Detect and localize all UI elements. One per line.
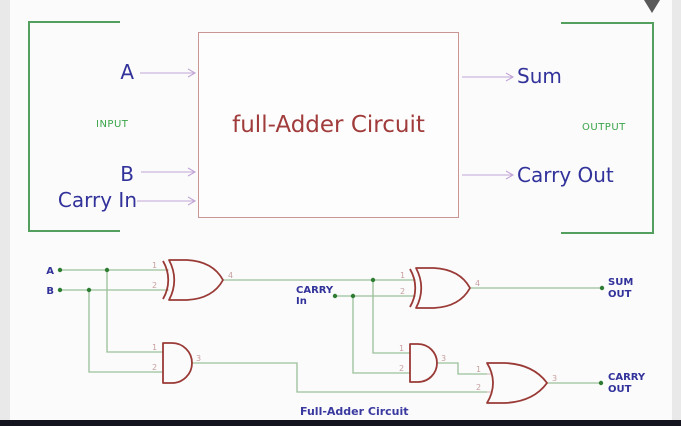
or1-pin1-label: 1 <box>476 365 481 374</box>
input-group-label: INPUT <box>96 119 129 130</box>
arrow-carry-out <box>462 170 515 180</box>
dot-carry-in-junction <box>350 293 356 299</box>
or1-pin2-label: 2 <box>476 383 481 392</box>
bottom-video-bar <box>0 420 681 426</box>
and1-body <box>162 342 193 384</box>
net-label-sum-out-1: SUM <box>608 277 633 288</box>
xor2-input-arc <box>409 268 417 308</box>
dot-sum-out-terminal <box>599 285 605 291</box>
wire-and1-out-to-or1 <box>192 362 487 393</box>
dot-carry-out-terminal <box>598 380 604 386</box>
output-bracket <box>561 22 654 234</box>
and2-body <box>409 343 438 383</box>
net-labels: A B CARRY In SUM OUT CARRY OUT <box>46 266 646 395</box>
or1-out-label: 3 <box>552 374 557 383</box>
net-label-b: B <box>46 286 54 297</box>
arrow-b <box>141 167 197 177</box>
net-label-sum-out-2: OUT <box>608 289 632 300</box>
and2-pin1-label: 1 <box>399 344 404 353</box>
input-output-arrows <box>137 68 515 206</box>
mouse-cursor-icon <box>644 0 660 13</box>
or1-gate: 1 2 3 <box>476 362 557 404</box>
input-label-a: A <box>120 60 134 84</box>
block-title: full-Adder Circuit <box>232 112 425 138</box>
schematic-caption: Full-Adder Circuit <box>300 405 409 418</box>
xor1-input-arc <box>162 260 170 300</box>
wires <box>60 269 602 393</box>
output-label-sum: Sum <box>517 64 562 88</box>
and2-out-label: 3 <box>441 354 446 363</box>
input-label-b: B <box>120 162 134 186</box>
xor2-pin2-label: 2 <box>400 287 405 296</box>
net-label-carry-in-2: In <box>296 296 307 307</box>
output-group-label: OUTPUT <box>582 122 626 133</box>
wire-a-branch-to-and1 <box>106 270 163 353</box>
arrow-sum <box>462 72 515 82</box>
and1-gate: 1 2 3 <box>152 342 201 384</box>
wire-and2-out-to-or1 <box>437 362 487 375</box>
input-label-carry-in: Carry In <box>57 188 137 212</box>
junction-dots <box>57 267 605 386</box>
xor1-out-label: 4 <box>228 271 233 280</box>
xor2-pin1-label: 1 <box>400 271 405 280</box>
net-label-carry-out-2: OUT <box>608 384 632 395</box>
and2-gate: 1 2 3 <box>399 343 446 383</box>
dot-b-junction <box>86 287 92 293</box>
xor1-body <box>168 259 224 301</box>
wire-b-branch-to-and1 <box>88 290 163 373</box>
net-label-carry-in-1: CARRY <box>296 285 334 296</box>
arrow-carry-in <box>137 196 197 206</box>
arrow-a <box>140 68 197 78</box>
wire-xor1-branch-to-and2 <box>372 280 410 354</box>
wire-carry-in-branch-to-and2 <box>352 296 410 374</box>
left-letterbox-band <box>0 0 10 426</box>
dot-b-terminal <box>57 287 63 293</box>
xor1-pin2-label: 2 <box>152 281 157 290</box>
output-label-carry-out: Carry Out <box>517 163 614 187</box>
and2-pin2-label: 2 <box>399 364 404 373</box>
or1-body <box>486 362 548 404</box>
xor2-out-label: 4 <box>475 279 480 288</box>
dot-carry-in-terminal <box>332 293 338 299</box>
xor1-pin1-label: 1 <box>152 261 157 270</box>
dot-a-junction <box>104 267 110 273</box>
net-label-carry-out-1: CARRY <box>608 372 646 383</box>
and1-pin1-label: 1 <box>152 343 157 352</box>
and1-pin2-label: 2 <box>152 363 157 372</box>
dot-xor1-out-junction <box>370 277 376 283</box>
full-adder-block: full-Adder Circuit <box>198 32 459 218</box>
xor2-gate: 1 2 4 <box>400 267 480 309</box>
right-letterbox-band <box>672 0 681 426</box>
and1-out-label: 3 <box>196 354 201 363</box>
net-label-a: A <box>46 266 54 277</box>
dot-a-terminal <box>57 267 63 273</box>
xor2-body <box>415 267 471 309</box>
xor1-gate: 1 2 4 <box>152 259 233 301</box>
input-bracket <box>28 21 120 232</box>
